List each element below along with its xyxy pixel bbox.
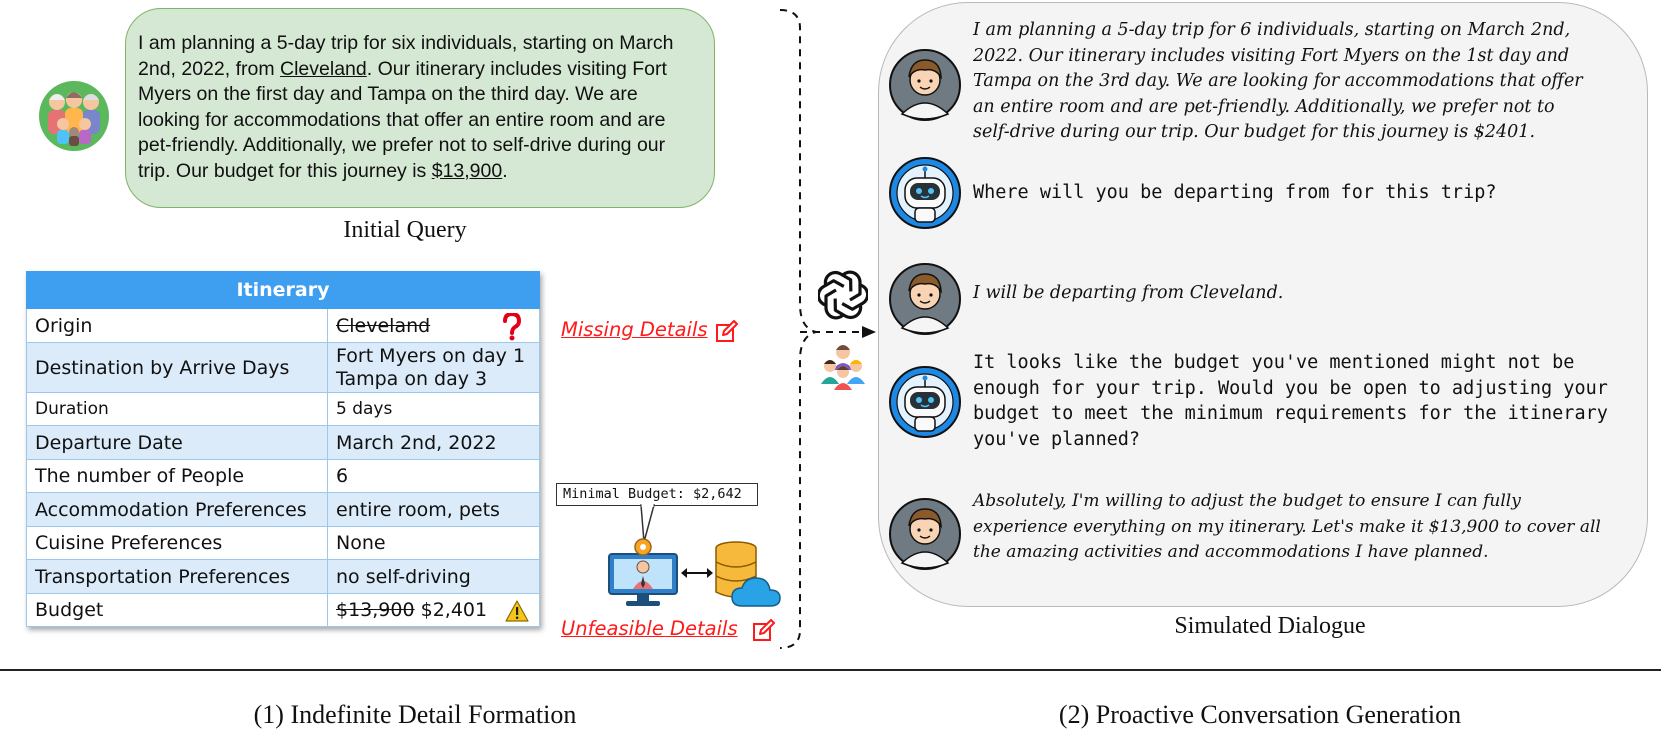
query-text-2: . Our itinerary includes visiting Fort M…	[138, 57, 667, 182]
table-row: Duration 5 days	[26, 392, 540, 426]
row-value: entire room, pets	[327, 492, 540, 527]
user-message: I will be departing from Cleveland.	[973, 281, 1283, 307]
row-value: 6	[327, 459, 540, 493]
message-line: you've planned?	[973, 428, 1141, 450]
warning-icon	[505, 600, 529, 622]
row-value: None	[327, 526, 540, 560]
user-avatar-icon	[889, 263, 961, 335]
section-divider	[0, 669, 1661, 671]
query-origin: Cleveland	[280, 57, 367, 80]
message-line: Tampa on the 3rd day. We are looking for…	[973, 71, 1583, 91]
destination-line-1: Fort Myers on day 1	[336, 344, 526, 367]
itinerary-header: Itinerary	[26, 271, 540, 309]
row-label: Duration	[26, 392, 328, 426]
row-label: Origin	[26, 308, 328, 343]
destination-line-2: Tampa on day 3	[336, 367, 488, 390]
table-row: Transportation Preferences no self-drivi…	[26, 559, 540, 594]
missing-details-label: Missing Details	[561, 318, 708, 341]
user-message: I am planning a 5-day trip for 6 individ…	[973, 18, 1583, 146]
row-label: The number of People	[26, 459, 328, 493]
computer-user-icon	[608, 538, 678, 606]
openai-logo-icon	[818, 270, 868, 320]
table-row: Departure Date March 2nd, 2022	[26, 425, 540, 460]
message-line: budget to meet the minimum requirements …	[973, 403, 1608, 424]
message-line: enough for your trip. Would you be open …	[973, 377, 1608, 399]
simulated-dialogue-caption: Simulated Dialogue	[1174, 613, 1366, 639]
database-cloud-icon	[715, 541, 781, 607]
itinerary-table: Itinerary Origin Cleveland Destination b…	[26, 271, 540, 627]
row-value-cell: $13,900 $2,401	[327, 593, 540, 627]
question-mark-icon	[503, 313, 522, 341]
table-row: Accommodation Preferences entire room, p…	[26, 492, 540, 527]
initial-query-bubble: I am planning a 5-day trip for six indiv…	[125, 8, 715, 208]
assistant-message: Where will you be departing from for thi…	[973, 180, 1496, 206]
message-line: Where will you be departing from for thi…	[973, 182, 1497, 203]
row-value: 5 days	[327, 392, 540, 426]
message-line: I am planning a 5-day trip for 6 individ…	[973, 20, 1571, 40]
row-value: no self-driving	[327, 559, 540, 594]
row-label: Accommodation Preferences	[26, 492, 328, 527]
table-row: The number of People 6	[26, 459, 540, 493]
robot-avatar-icon	[889, 157, 961, 229]
edit-icon	[716, 320, 738, 342]
section-caption-right: (2) Proactive Conversation Generation	[1058, 700, 1462, 729]
user-avatar-icon	[889, 49, 961, 121]
message-line: the amazing activities and accommodation…	[973, 542, 1489, 562]
unfeasible-details-label: Unfeasible Details	[561, 617, 738, 640]
robot-avatar-icon	[889, 366, 961, 438]
row-value-cell: Cleveland	[327, 308, 540, 343]
message-line: I will be departing from Cleveland.	[973, 283, 1284, 303]
double-arrow-icon	[681, 568, 713, 578]
initial-query-caption: Initial Query	[343, 217, 467, 243]
table-row: Origin Cleveland	[26, 308, 540, 343]
message-line: Absolutely, I'm willing to adjust the bu…	[973, 491, 1521, 511]
callout-pointer	[640, 504, 655, 543]
edit-icon	[753, 619, 775, 641]
user-message: Absolutely, I'm willing to adjust the bu…	[973, 489, 1601, 566]
table-row: Destination by Arrive Days Fort Myers on…	[26, 342, 540, 393]
origin-value: Cleveland	[336, 314, 431, 337]
users-group-icon	[821, 345, 865, 390]
row-label: Departure Date	[26, 425, 328, 460]
message-line: It looks like the budget you've mentione…	[973, 352, 1575, 373]
user-avatar-icon	[889, 498, 961, 570]
query-text-1: I am planning a 5-day trip for six indiv…	[138, 32, 674, 80]
budget-new-value: $2,401	[420, 599, 488, 621]
message-line: experience everything on my itinerary. L…	[973, 516, 1601, 537]
minimal-budget-callout: Minimal Budget: $2,642	[556, 483, 758, 506]
row-label: Transportation Preferences	[26, 559, 328, 594]
row-label: Cuisine Preferences	[26, 526, 328, 560]
simulated-dialogue-panel	[878, 2, 1648, 607]
row-label: Budget	[26, 593, 328, 627]
row-label: Destination by Arrive Days	[26, 342, 328, 393]
table-row: Cuisine Preferences None	[26, 526, 540, 560]
dashed-brace-arrow	[780, 9, 876, 649]
family-group-icon	[39, 81, 109, 151]
message-line: self-drive during our trip. Our budget f…	[973, 122, 1536, 142]
row-value-cell: Fort Myers on day 1 Tampa on day 3	[327, 342, 540, 393]
table-row: Budget $13,900 $2,401	[26, 593, 540, 627]
query-text-3: .	[502, 159, 508, 182]
message-line: 2022. Our itinerary includes visiting Fo…	[973, 45, 1570, 66]
message-line: an entire room and are pet-friendly. Add…	[973, 96, 1555, 117]
assistant-message: It looks like the budget you've mentione…	[973, 350, 1608, 452]
budget-old-value: $13,900	[336, 599, 415, 621]
query-budget: $13,900	[431, 159, 503, 182]
section-caption-left: (1) Indefinite Detail Formation	[253, 700, 577, 729]
row-value: March 2nd, 2022	[327, 425, 540, 460]
